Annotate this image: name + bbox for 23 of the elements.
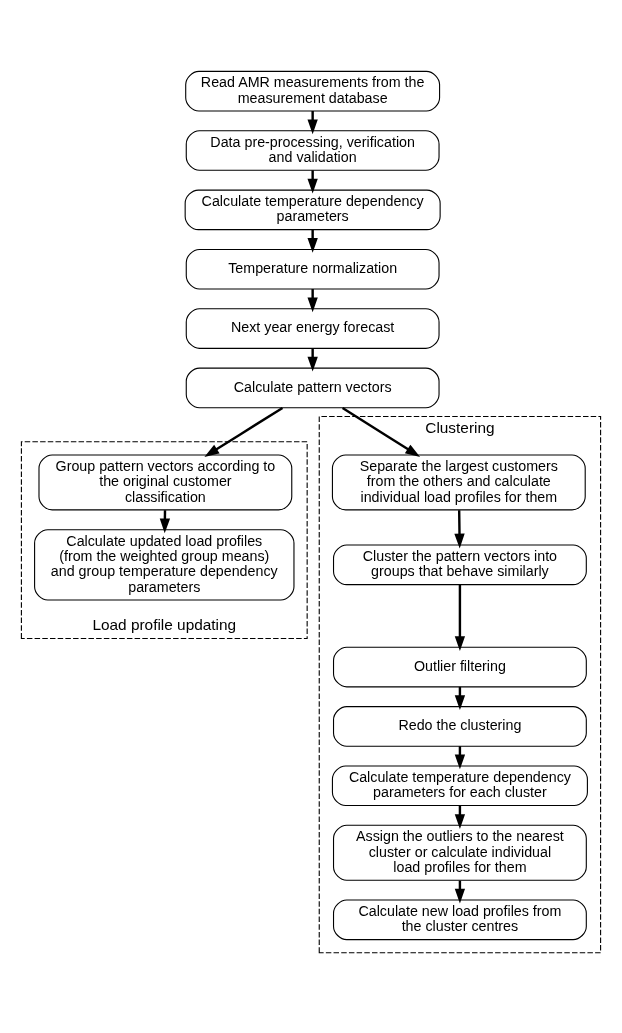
node-box: Outlier filtering	[332, 646, 587, 688]
node-box: Redo the clustering	[332, 706, 587, 747]
node-box: Calculate temperature dependency parameters for each cluster	[331, 765, 588, 807]
node-box: Cluster the pattern vectors into groups that behave similarly	[332, 544, 587, 586]
node-box: Next year energy forecast	[185, 308, 440, 349]
arrow	[204, 406, 284, 457]
node-box: Calculate pattern vectors	[185, 367, 440, 409]
arrow	[307, 111, 318, 135]
node-box: Group pattern vectors according to the original customer classification	[38, 454, 293, 511]
arrow	[307, 229, 318, 253]
node-box: Calculate new load profiles from the cluster centres	[332, 899, 587, 941]
arrow	[307, 170, 318, 194]
arrow	[454, 584, 466, 651]
node-box: Assign the outliers to the nearest cluster or calculate individual load profiles for them	[332, 824, 587, 881]
node-box: Read AMR measurements from the measurement database	[185, 70, 441, 112]
node-box: Temperature normalization	[185, 248, 440, 290]
arrow	[454, 510, 465, 549]
arrow	[307, 348, 318, 372]
node-box: Data pre-processing, verification and validation	[185, 130, 440, 171]
node-box: Separate the largest customers from the others and calculate individual load profiles for them	[331, 454, 586, 511]
node-box: Calculate updated load profiles (from the weighted group means) and group temperature dependency parameters	[34, 529, 295, 601]
arrow	[307, 289, 318, 313]
node-box: Calculate temperature dependency parameters	[184, 189, 441, 231]
